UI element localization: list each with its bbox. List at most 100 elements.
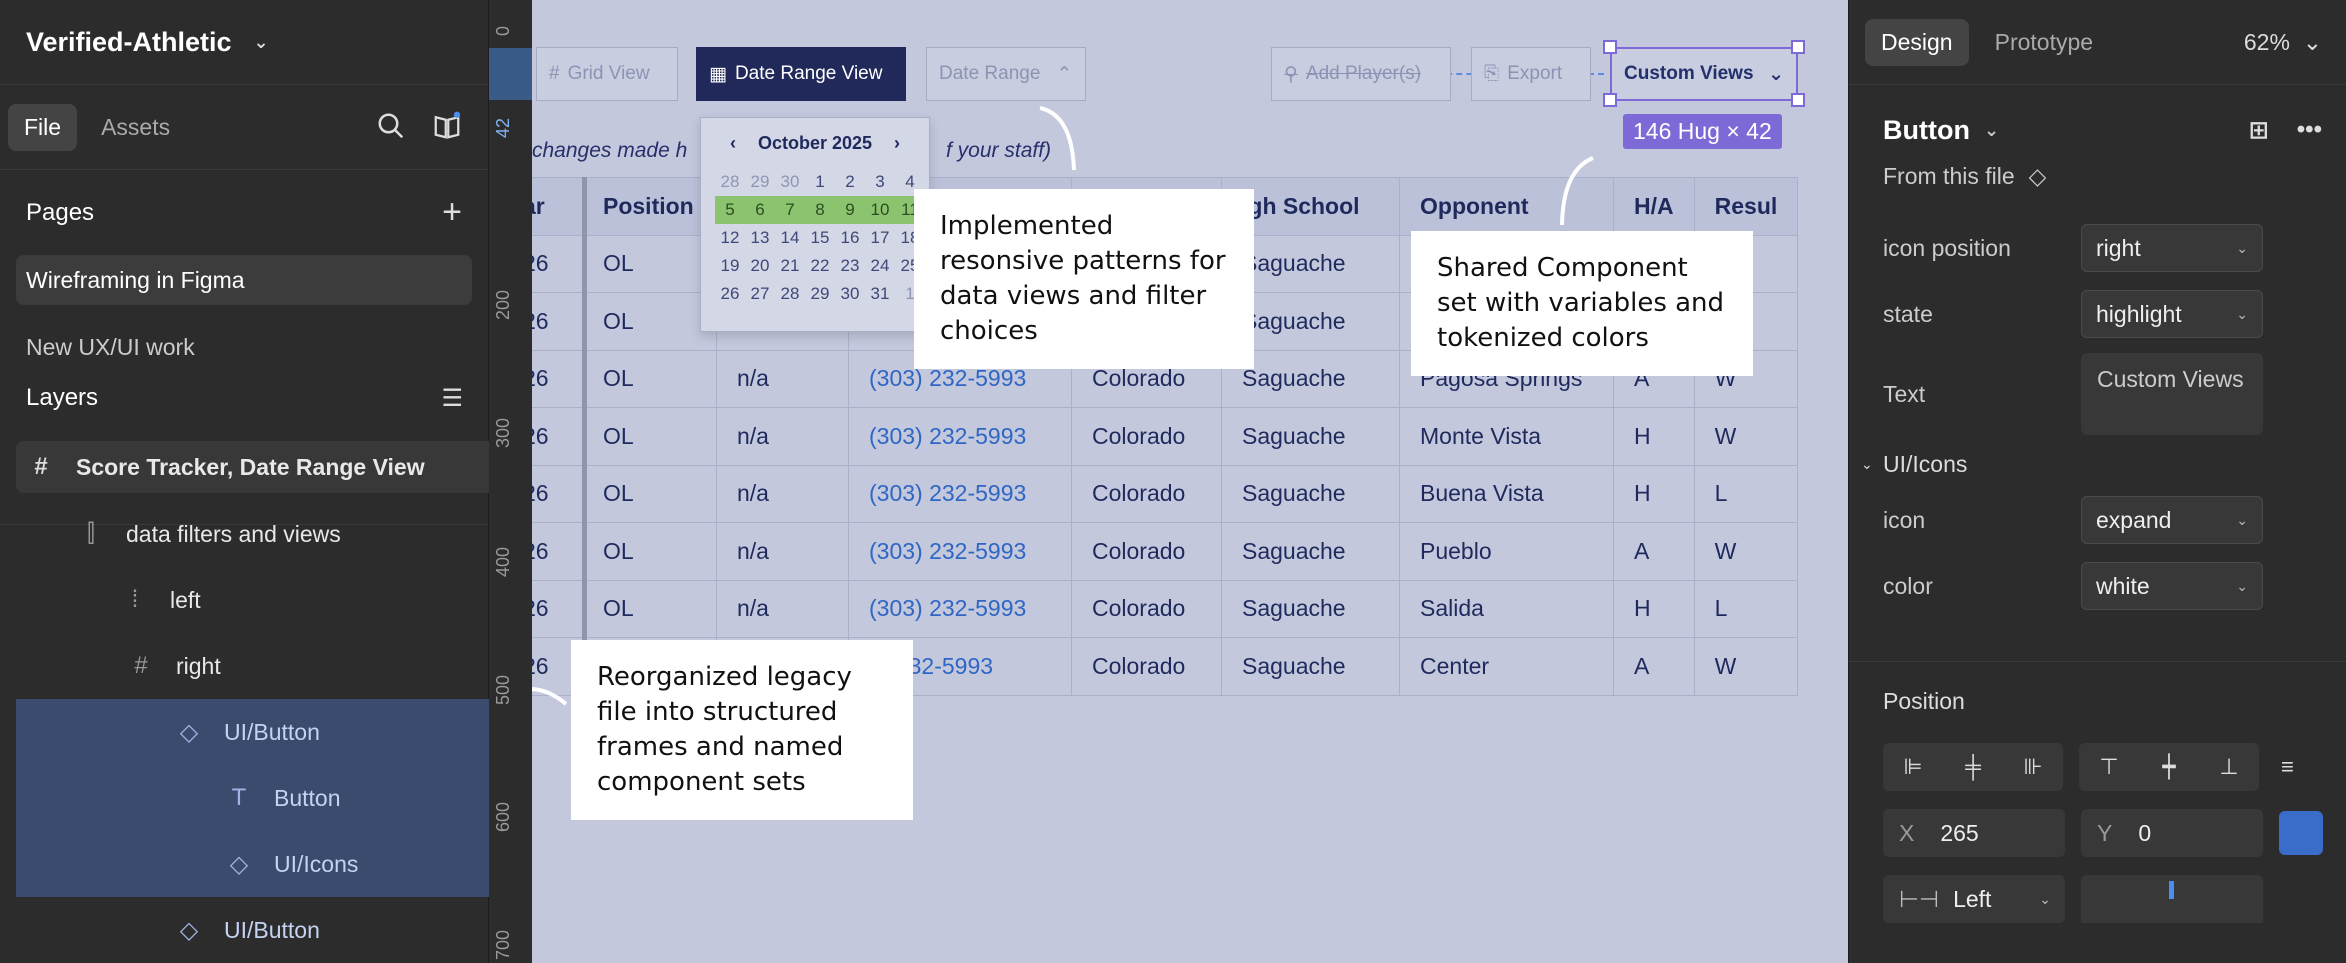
calendar-day[interactable]: 5 xyxy=(715,196,745,224)
calendar-day[interactable]: 23 xyxy=(840,256,860,275)
ui-icons-section[interactable]: ⌄ UI/Icons xyxy=(1849,441,2346,487)
page-item-new-work[interactable]: New UX/UI work xyxy=(26,333,195,360)
calendar-day[interactable]: 22 xyxy=(810,256,830,275)
layer-score-tracker[interactable]: # Score Tracker, Date Range View xyxy=(16,441,489,493)
distribute-icon[interactable]: ≡ xyxy=(2281,754,2294,779)
calendar-month: October 2025 xyxy=(757,132,873,153)
layer-ui-button[interactable]: ◇ UI/Button xyxy=(16,699,489,765)
page-item-wireframing[interactable]: Wireframing in Figma xyxy=(16,255,472,305)
align-top-icon[interactable]: ⊤ xyxy=(2099,754,2119,779)
date-range-view-button[interactable]: ▦ Date Range View xyxy=(696,47,906,101)
next-month-icon[interactable]: › xyxy=(894,132,901,153)
layer-left[interactable]: ⁞ left xyxy=(0,567,489,633)
calendar-day[interactable]: 29 xyxy=(810,284,830,303)
search-icon[interactable] xyxy=(376,111,406,141)
constraint-diagram[interactable] xyxy=(2081,875,2263,923)
library-book-icon[interactable] xyxy=(432,111,462,141)
calendar-day[interactable]: 9 xyxy=(835,196,865,224)
calendar-day[interactable]: 17 xyxy=(870,228,890,247)
align-bottom-icon[interactable]: ⊥ xyxy=(2219,754,2239,779)
grid-view-button[interactable]: # Grid View xyxy=(536,47,678,101)
calendar-day[interactable]: 21 xyxy=(780,256,800,275)
align-center-h-icon[interactable]: ╪ xyxy=(1965,754,1981,779)
resize-handle[interactable] xyxy=(1603,93,1617,107)
align-left-icon[interactable]: ⊫ xyxy=(1903,754,1923,779)
layer-right[interactable]: # right xyxy=(0,633,489,699)
table-cell[interactable]: (303) 232-5993 xyxy=(848,407,1072,466)
align-center-v-icon[interactable]: ┿ xyxy=(2162,754,2176,779)
calendar-day[interactable]: 6 xyxy=(745,196,775,224)
layer-ui-button-2[interactable]: ◇ UI/Button xyxy=(0,897,489,963)
zoom-level[interactable]: 62% ⌄ xyxy=(2243,28,2322,55)
collapse-layers-icon[interactable]: ☰ xyxy=(441,384,463,412)
table-row[interactable]: 26OLn/a(303) 232-5993ColoradoSaguacheMon… xyxy=(532,407,1799,466)
tab-assets[interactable]: Assets xyxy=(101,113,171,140)
calendar-day[interactable]: 14 xyxy=(780,228,800,247)
state-select[interactable]: highlight⌄ xyxy=(2081,290,2263,338)
calendar-day[interactable]: 28 xyxy=(720,172,740,191)
prop-label: color xyxy=(1883,572,1933,599)
calendar-day[interactable]: 16 xyxy=(840,228,860,247)
calendar-day[interactable]: 30 xyxy=(840,284,860,303)
layer-ui-icons[interactable]: ◇ UI/Icons xyxy=(16,831,489,897)
component-name[interactable]: Button xyxy=(1883,114,1970,145)
prev-month-icon[interactable]: ‹ xyxy=(729,132,736,153)
file-menu[interactable]: Verified-Athletic ⌄ xyxy=(0,0,488,85)
calendar-day[interactable]: 12 xyxy=(720,228,740,247)
calendar-day[interactable]: 7 xyxy=(775,196,805,224)
tab-design[interactable]: Design xyxy=(1865,18,1969,66)
calendar-day[interactable]: 31 xyxy=(870,284,890,303)
calendar-day[interactable]: 29 xyxy=(750,172,770,191)
calendar-day[interactable]: 15 xyxy=(810,228,830,247)
design-canvas[interactable]: # Grid View ▦ Date Range View Date Range… xyxy=(532,0,1848,963)
table-cell[interactable]: (303) 232-5993 xyxy=(848,579,1072,638)
calendar-day[interactable]: 19 xyxy=(720,256,740,275)
component-diamond-icon[interactable]: ◇ xyxy=(2028,162,2047,189)
icon-position-select[interactable]: right⌄ xyxy=(2081,224,2263,272)
more-options-icon[interactable]: ••• xyxy=(2296,115,2322,143)
col-header: Resul xyxy=(1693,177,1799,236)
calendar-day[interactable]: 1 xyxy=(815,172,825,191)
text-value-input[interactable]: Custom Views xyxy=(2081,353,2263,435)
resize-handle[interactable] xyxy=(1603,40,1617,54)
icon-select[interactable]: expand⌄ xyxy=(2081,496,2263,544)
tab-file[interactable]: File xyxy=(8,103,78,151)
table-row[interactable]: 26OLn/a(303) 232-5993ColoradoSaguacheSal… xyxy=(532,579,1799,638)
calendar-day[interactable]: 30 xyxy=(780,172,800,191)
add-players-button[interactable]: ⚲ Add Player(s) xyxy=(1271,47,1451,101)
table-row[interactable]: 26OLn/a(303) 232-5993ColoradoSaguachePue… xyxy=(532,522,1799,581)
calendar-day[interactable]: 13 xyxy=(750,228,770,247)
calendar-day[interactable]: 27 xyxy=(750,284,770,303)
calendar-day[interactable]: 8 xyxy=(805,196,835,224)
calendar-day[interactable]: 2 xyxy=(845,172,855,191)
calendar-day[interactable]: 24 xyxy=(870,256,890,275)
calendar-day[interactable]: 20 xyxy=(750,256,770,275)
table-row[interactable]: 26OLn/a(303) 232-5993ColoradoSaguacheBue… xyxy=(532,464,1799,523)
frame-icon: # xyxy=(134,652,148,679)
component-set-icon[interactable]: ⊞ xyxy=(2248,116,2269,144)
calendar-day[interactable]: 28 xyxy=(780,284,800,303)
custom-views-button[interactable]: Custom Views ⌄ xyxy=(1610,47,1798,101)
color-select[interactable]: white⌄ xyxy=(2081,562,2263,610)
table-cell[interactable]: (303) 232-5993 xyxy=(848,464,1072,523)
layer-button-text[interactable]: T Button xyxy=(16,765,489,831)
layer-data-filters[interactable]: ⫿ data filters and views xyxy=(0,501,489,567)
calendar-day[interactable]: 10 xyxy=(865,196,895,224)
resize-handle[interactable] xyxy=(1791,93,1805,107)
calendar-day[interactable]: 4 xyxy=(905,172,915,191)
resize-handle[interactable] xyxy=(1791,40,1805,54)
calendar-day[interactable]: 3 xyxy=(875,172,885,191)
date-range-dropdown[interactable]: Date Range ⌃ xyxy=(926,47,1086,101)
constraints-toggle-icon[interactable] xyxy=(2279,811,2323,855)
calendar-day[interactable]: 1 xyxy=(905,284,915,303)
add-page-icon[interactable]: + xyxy=(442,193,462,231)
calendar-day[interactable]: 26 xyxy=(720,284,740,303)
table-cell[interactable]: (303) 232-5993 xyxy=(848,522,1072,581)
tab-prototype[interactable]: Prototype xyxy=(1994,28,2094,55)
constraint-select[interactable]: ⊢⊣ Left ⌄ xyxy=(1883,875,2065,923)
align-right-icon[interactable]: ⊪ xyxy=(2023,754,2043,779)
export-button[interactable]: ⎘ Export xyxy=(1471,47,1591,101)
